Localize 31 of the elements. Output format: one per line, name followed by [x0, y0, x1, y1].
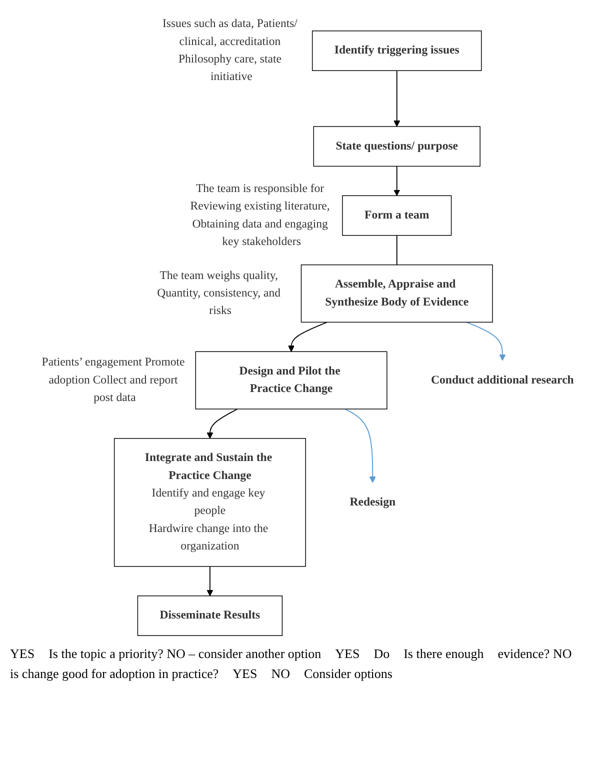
- node-box: Design and Pilot the Practice Change: [195, 351, 388, 410]
- note-text: NO: [271, 666, 290, 682]
- node-box: Assemble, Appraise and Synthesize Body of Evidence: [300, 264, 493, 323]
- connector: [396, 234, 398, 266]
- node-text: Redesign: [350, 496, 396, 508]
- note-text: YES: [10, 646, 35, 662]
- node-box: Form a team: [342, 195, 452, 236]
- arrow: [394, 70, 400, 127]
- node-text: Conduct additional research: [431, 374, 574, 386]
- note-text: is change good for adoption in practice?: [10, 666, 219, 682]
- note-text: Is the topic a priority? NO – consider another option: [48, 646, 322, 662]
- node-box: Integrate and Sustain the Practice Change Identify and engage key people Hardwire change into the organization: [114, 438, 306, 567]
- note-text: Consider options: [304, 666, 392, 682]
- node-label: Patients’ engagement Promote adoption Collect and report post data: [42, 356, 185, 404]
- note-text: YES: [232, 666, 258, 682]
- note-text: evidence? NO: [498, 646, 572, 662]
- node-box: Identify triggering issues: [312, 30, 482, 71]
- arrow: [394, 166, 400, 196]
- node-box: Disseminate Results: [137, 596, 283, 636]
- arrow: [206, 408, 238, 439]
- arrow: [466, 322, 506, 361]
- node-label: Issues such as data, Patients/ clinical, accreditation Philosophy care, state initiative: [162, 18, 298, 84]
- node-label: The team is responsible for Reviewing existing literature, Obtaining data and engaging key stakeholders: [190, 182, 330, 248]
- note-text: YES: [335, 646, 360, 662]
- arrow: [288, 322, 328, 352]
- note-text: Do: [374, 646, 390, 662]
- arrow: [206, 566, 214, 596]
- note-text: Is there enough: [404, 646, 484, 662]
- node-box: State questions/ purpose: [313, 126, 480, 167]
- arrow: [344, 408, 376, 483]
- node-label: The team weighs quality, Quantity, consistency, and risks: [157, 269, 281, 318]
